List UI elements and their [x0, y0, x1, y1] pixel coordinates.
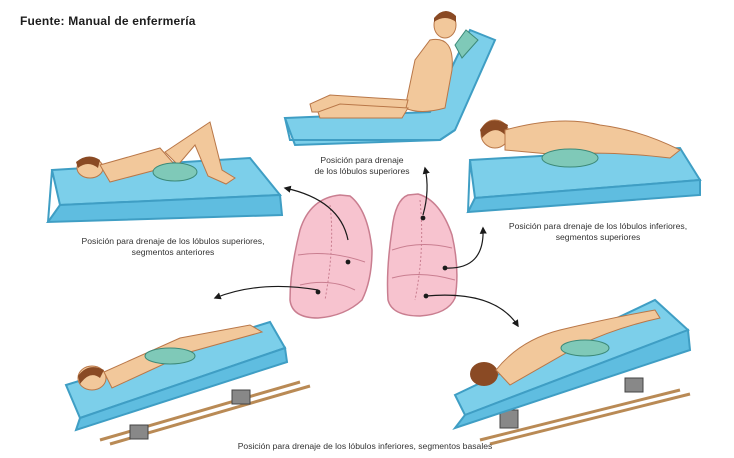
- caption-line: Posición para drenaje: [320, 155, 404, 165]
- position-supine-knees-bent: [46, 121, 284, 224]
- figure-right: [480, 119, 681, 168]
- caption-line: Posición para drenaje de los lóbulos inf…: [508, 221, 688, 231]
- arrows: [213, 166, 519, 328]
- caption-upper-lobes-anterior: Posición para drenaje de los lóbulos sup…: [58, 236, 288, 258]
- caption-line: de los lóbulos superiores: [314, 166, 410, 176]
- caption-lower-lobes-superior: Posición para drenaje de los lóbulos inf…: [488, 221, 708, 243]
- figure-bottom-right: [470, 309, 661, 386]
- tilt-base-left: [99, 380, 311, 446]
- position-prone: [466, 119, 702, 214]
- caption-lower-lobes-basal: Posición para drenaje de los lóbulos inf…: [237, 441, 493, 451]
- mattress-bottom-right: [452, 298, 692, 430]
- position-prone-head-down: [452, 298, 692, 446]
- figure-left: [76, 121, 236, 185]
- figure-top: [309, 10, 479, 119]
- arrow-to-bottom-right: [425, 294, 519, 328]
- lung-right-diagram: [386, 193, 458, 317]
- arrow-to-top: [422, 166, 430, 216]
- arrow-to-left: [283, 185, 349, 241]
- lung-left-diagram: [289, 194, 373, 319]
- source-label: Fuente: Manual de enfermería: [20, 14, 196, 28]
- caption-upper-lobes: Posición para drenaje de los lóbulos sup…: [302, 155, 422, 177]
- position-side-lying-tilted: [64, 320, 311, 446]
- mattress-right: [466, 146, 702, 214]
- figure-bottom-left: [77, 324, 264, 391]
- caption-line: segmentos anteriores: [131, 247, 215, 257]
- mattress-bottom-left: [64, 320, 289, 432]
- caption-line: Posición para drenaje de los lóbulos sup…: [81, 236, 265, 246]
- caption-line: segmentos superiores: [555, 232, 641, 242]
- position-sitting-reclined: [283, 10, 497, 147]
- mattress-left: [46, 156, 284, 224]
- tilt-base-right: [479, 377, 691, 446]
- arrow-to-bottom-left: [213, 285, 319, 300]
- arrow-to-right: [444, 226, 487, 269]
